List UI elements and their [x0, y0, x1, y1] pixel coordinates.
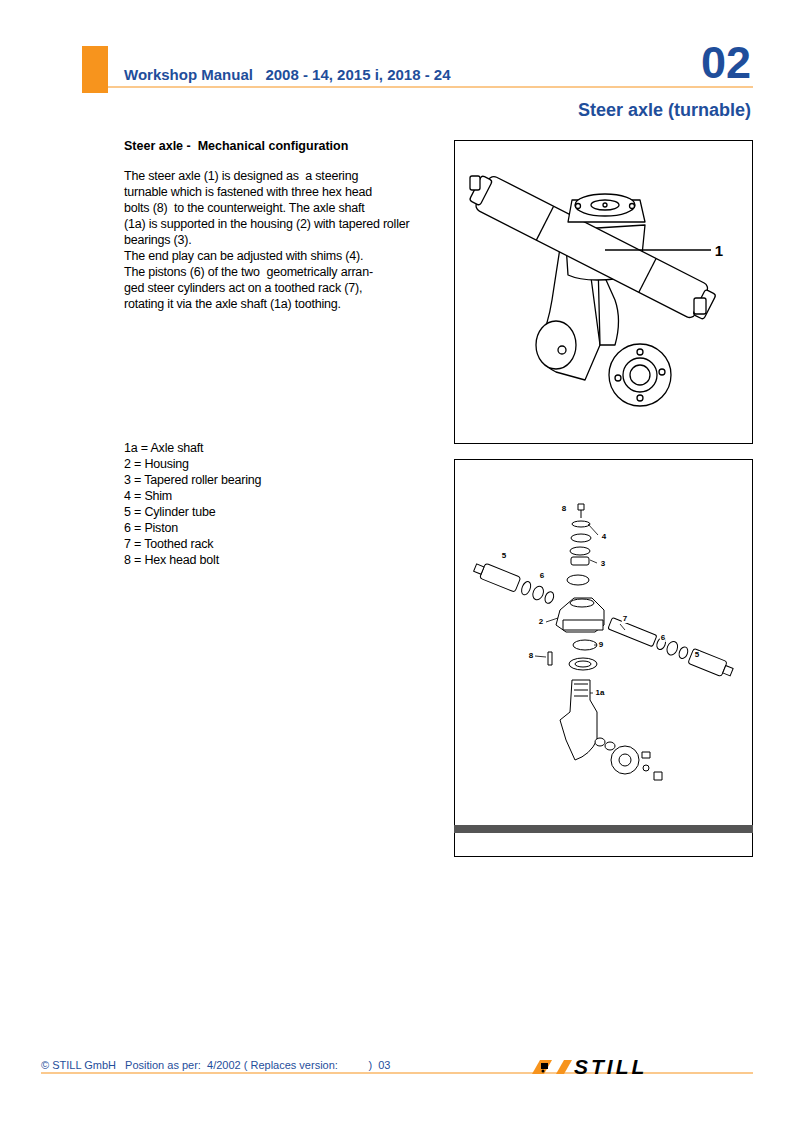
steer-axle-drawing [467, 171, 719, 406]
key-item: 6 = Piston [124, 521, 178, 536]
callout-number: 9 [598, 641, 604, 649]
body-text: bearings (3). [124, 233, 192, 248]
figure-frame [455, 460, 753, 857]
exploded-view-drawing [472, 504, 734, 780]
callout-number: 1 [714, 243, 724, 258]
leader-line [605, 249, 711, 250]
key-item: 3 = Tapered roller bearing [124, 473, 261, 488]
callout-number: 2 [538, 618, 544, 626]
key-item: 5 = Cylinder tube [124, 505, 215, 520]
callout-number: 8 [528, 652, 534, 660]
body-text: The steer axle (1) is designed as a stee… [124, 169, 358, 184]
callout-number: 5 [501, 552, 507, 560]
figure-frame [455, 141, 753, 444]
body-text: ged steer cylinders act on a toothed rac… [124, 281, 362, 296]
footer-text: © STILL GmbH Position as per: 4/2002 ( R… [41, 1059, 390, 1072]
frame-bar [454, 825, 753, 833]
header-rule [108, 86, 753, 87]
body-text: The end play can be adjusted with shims … [124, 249, 363, 264]
callout-number: 5 [694, 651, 700, 659]
callout-number: 3 [600, 560, 606, 568]
body-text: rotating it via the axle shaft (1a) toot… [124, 297, 341, 312]
body-text: (1a) is supported in the housing (2) wit… [124, 217, 410, 232]
key-item: 8 = Hex head bolt [124, 553, 219, 568]
body-text: The pistons (6) of the two geometrically… [124, 265, 373, 280]
callout-number: 6 [539, 572, 545, 580]
key-item: 4 = Shim [124, 489, 172, 504]
logo-stripes [532, 1060, 572, 1074]
header-mark [82, 46, 108, 93]
callout-number: 7 [622, 615, 628, 623]
callout-number: 6 [660, 634, 666, 642]
callout-number: 4 [601, 533, 607, 541]
logo-truck [541, 1063, 548, 1073]
key-item: 7 = Toothed rack [124, 537, 213, 552]
section-heading: Steer axle - Mechanical configuration [124, 139, 348, 154]
callout-number: 1a [595, 689, 606, 697]
body-text: bolts (8) to the counterweight. The axle… [124, 201, 365, 216]
callout-number: 8 [561, 505, 567, 513]
chapter-number: 02 [701, 40, 751, 85]
key-item: 1a = Axle shaft [124, 441, 203, 456]
body-text: turnable which is fastened with three he… [124, 185, 372, 200]
key-item: 2 = Housing [124, 457, 189, 472]
page-title: Steer axle (turnable) [578, 100, 751, 122]
brand-logo: STILL [574, 1056, 647, 1077]
leader-lines [535, 524, 625, 693]
header-text: Workshop Manual 2008 - 14, 2015 i, 2018 … [124, 66, 451, 84]
